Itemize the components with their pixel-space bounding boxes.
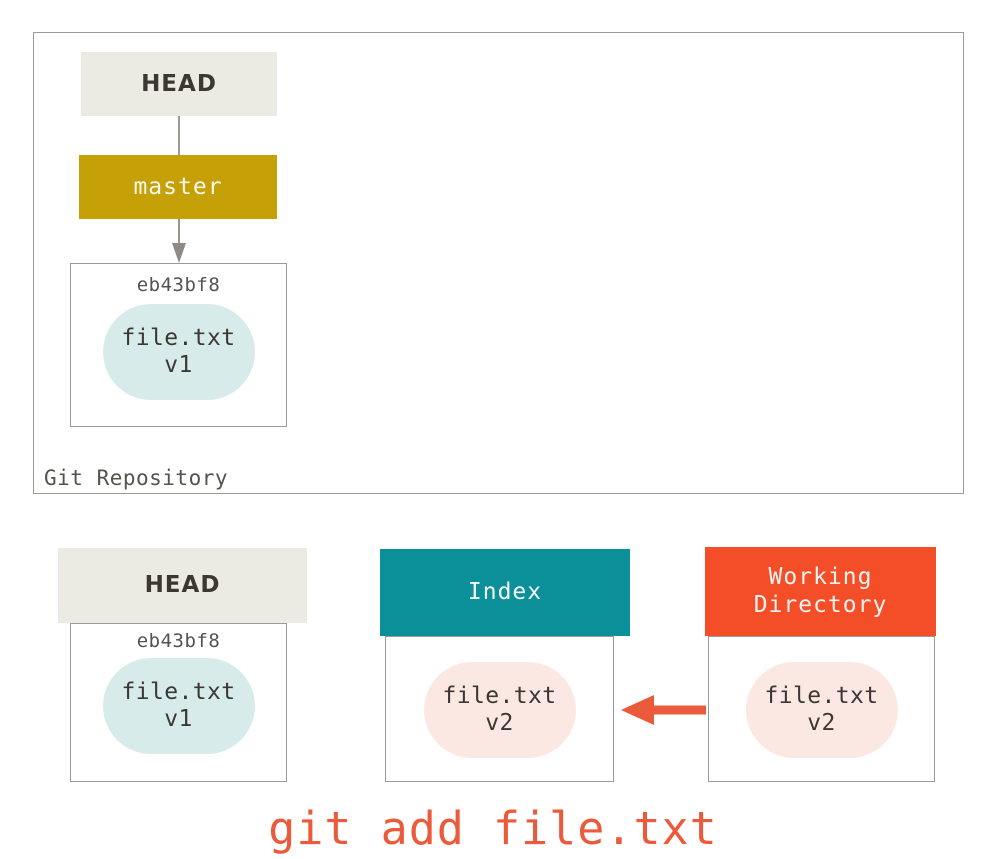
- area-index-blob-version: v2: [485, 710, 514, 736]
- repository-commit-blob: file.txt v1: [102, 304, 255, 400]
- area-header-index: Index: [380, 549, 630, 636]
- area-working-directory-blob-version: v2: [807, 710, 836, 736]
- area-header-working-directory: Working Directory: [705, 547, 936, 636]
- area-header-head: HEAD: [58, 548, 307, 623]
- area-body-head: eb43bf8 file.txt v1: [70, 623, 287, 782]
- area-working-directory-blob-filename: file.txt: [764, 683, 879, 710]
- area-header-working-directory-line1: Working: [768, 563, 873, 590]
- area-index-blob-filename: file.txt: [442, 683, 557, 710]
- repository-commit-blob-filename: file.txt: [121, 325, 236, 352]
- head-to-branch-connector: [178, 116, 180, 156]
- area-body-working-directory: file.txt v2: [708, 636, 935, 782]
- area-head-blob-filename: file.txt: [121, 679, 236, 706]
- area-head-blob-version: v1: [164, 706, 193, 732]
- repository-commit-box: eb43bf8 file.txt v1: [70, 263, 287, 427]
- area-header-working-directory-line2: Directory: [753, 591, 888, 618]
- command-caption: git add file.txt: [268, 802, 718, 855]
- area-head-blob: file.txt v1: [102, 658, 255, 754]
- area-header-head-label: HEAD: [144, 571, 221, 598]
- repository-head-box: HEAD: [81, 52, 277, 116]
- area-header-working-directory-label: Working Directory: [754, 564, 888, 619]
- area-header-index-label: Index: [467, 578, 543, 605]
- area-head-hash: eb43bf8: [136, 630, 221, 652]
- repository-branch-box: master: [79, 155, 277, 219]
- workdir-to-index-arrow-icon: [621, 695, 706, 725]
- repository-commit-blob-version: v1: [164, 352, 193, 378]
- git-repository-label: Git Repository: [44, 466, 229, 490]
- branch-to-commit-arrow-icon: [172, 219, 186, 263]
- repository-commit-hash: eb43bf8: [136, 274, 221, 296]
- area-index-blob: file.txt v2: [423, 662, 576, 758]
- repository-head-label: HEAD: [141, 71, 217, 97]
- repository-branch-label: master: [133, 174, 223, 200]
- area-working-directory-blob: file.txt v2: [745, 662, 898, 758]
- area-body-index: file.txt v2: [385, 636, 614, 782]
